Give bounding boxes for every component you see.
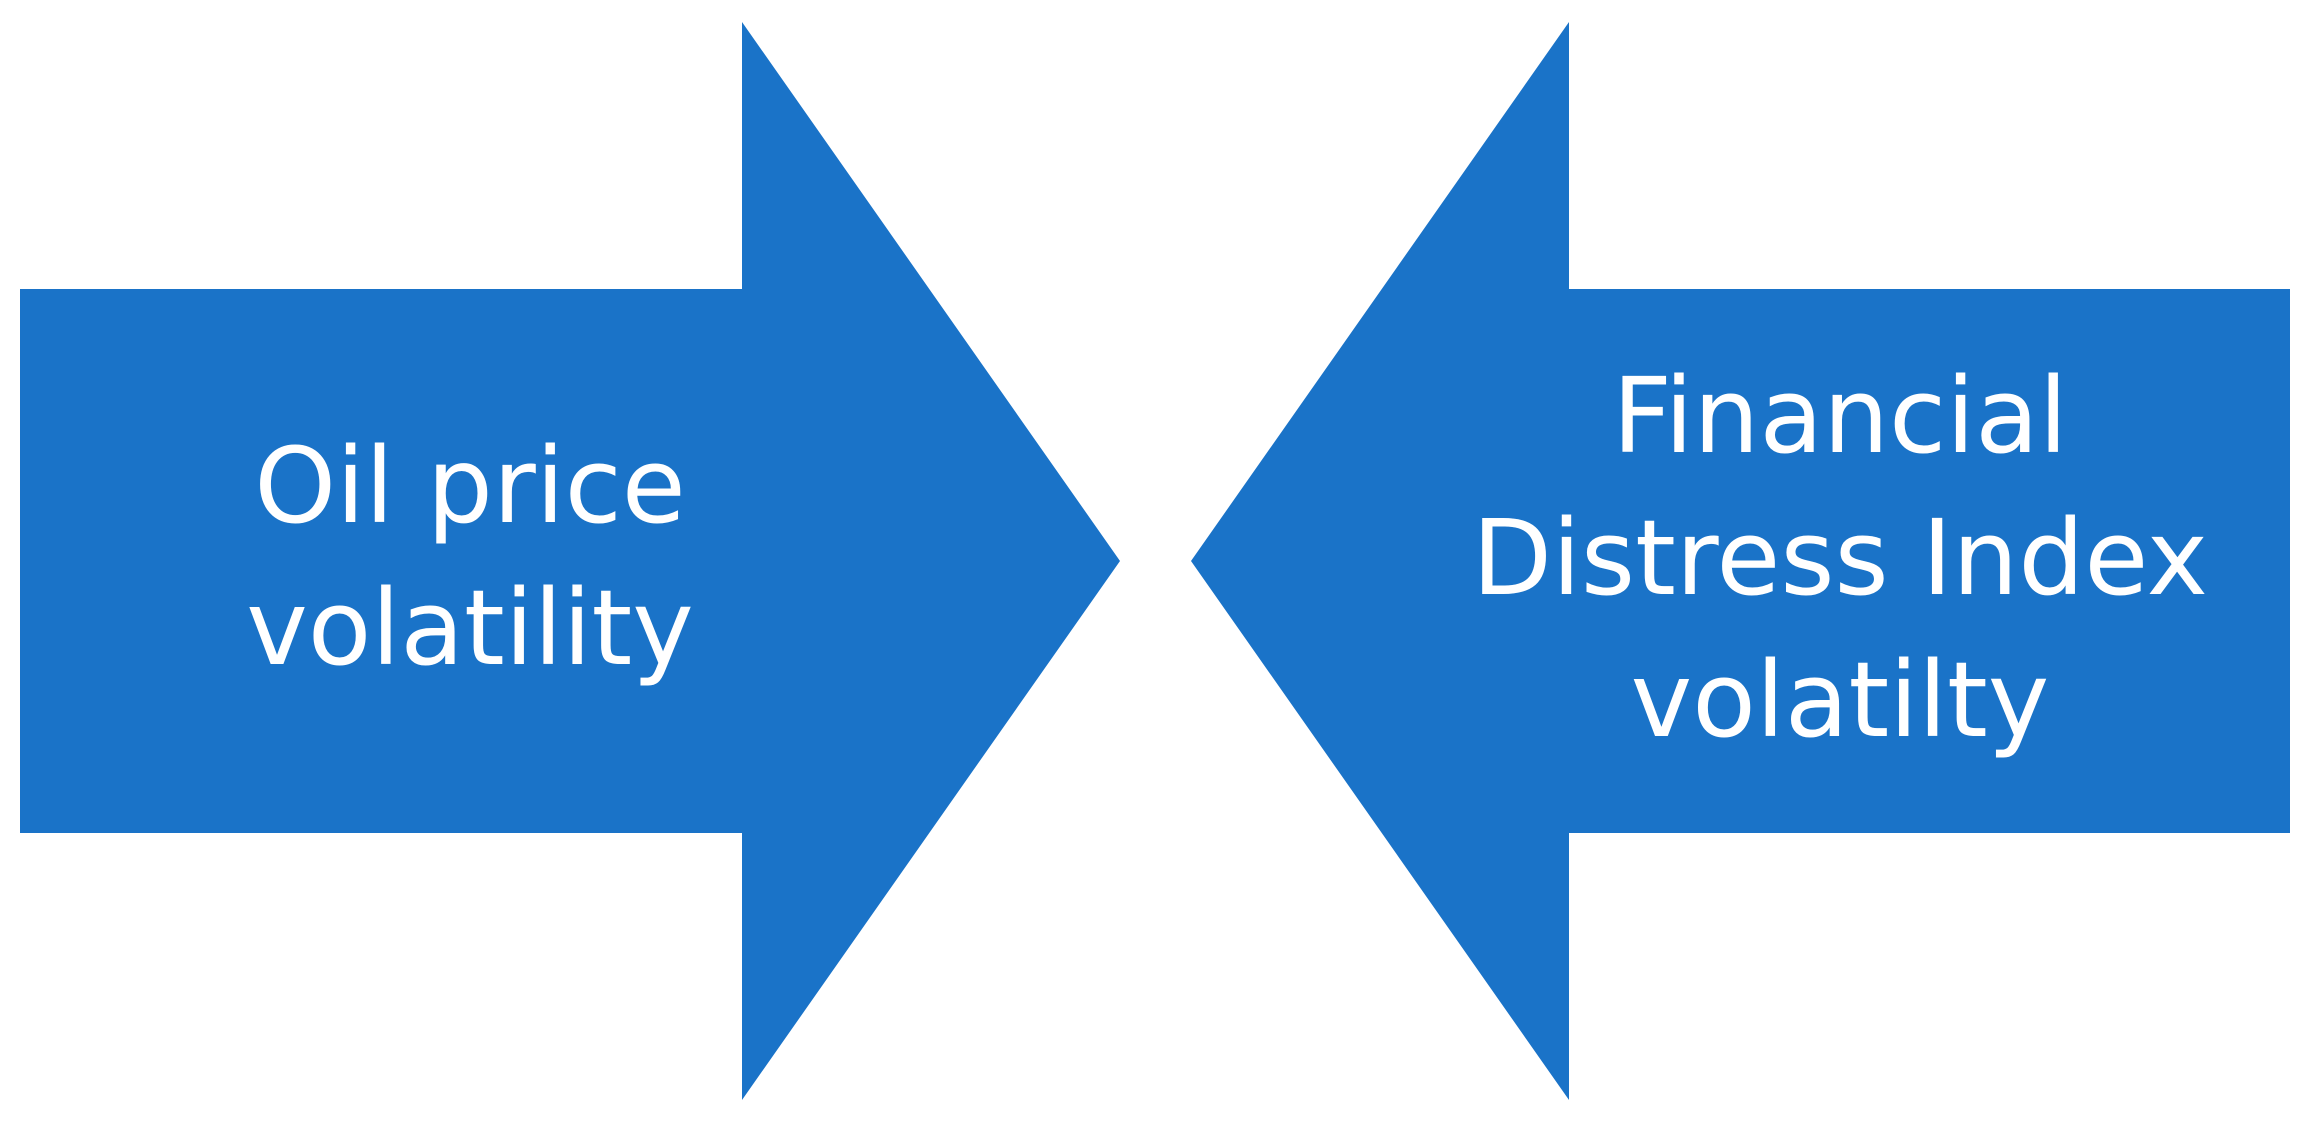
right-arrow-label: Financial Distress Index volatilty xyxy=(1420,345,2260,771)
left-arrow-label-line-1: Oil price xyxy=(254,425,686,547)
right-arrow-label-line-2: Distress Index xyxy=(1471,497,2209,619)
left-arrow-label: Oil price volatility xyxy=(140,415,800,699)
right-arrow-label-line-1: Financial xyxy=(1612,355,2068,477)
right-arrow-label-line-3: volatilty xyxy=(1630,639,2050,761)
left-pointing-arrow xyxy=(1191,22,2290,1100)
right-pointing-arrow xyxy=(20,22,1120,1100)
left-arrow-label-line-2: volatility xyxy=(246,567,694,689)
